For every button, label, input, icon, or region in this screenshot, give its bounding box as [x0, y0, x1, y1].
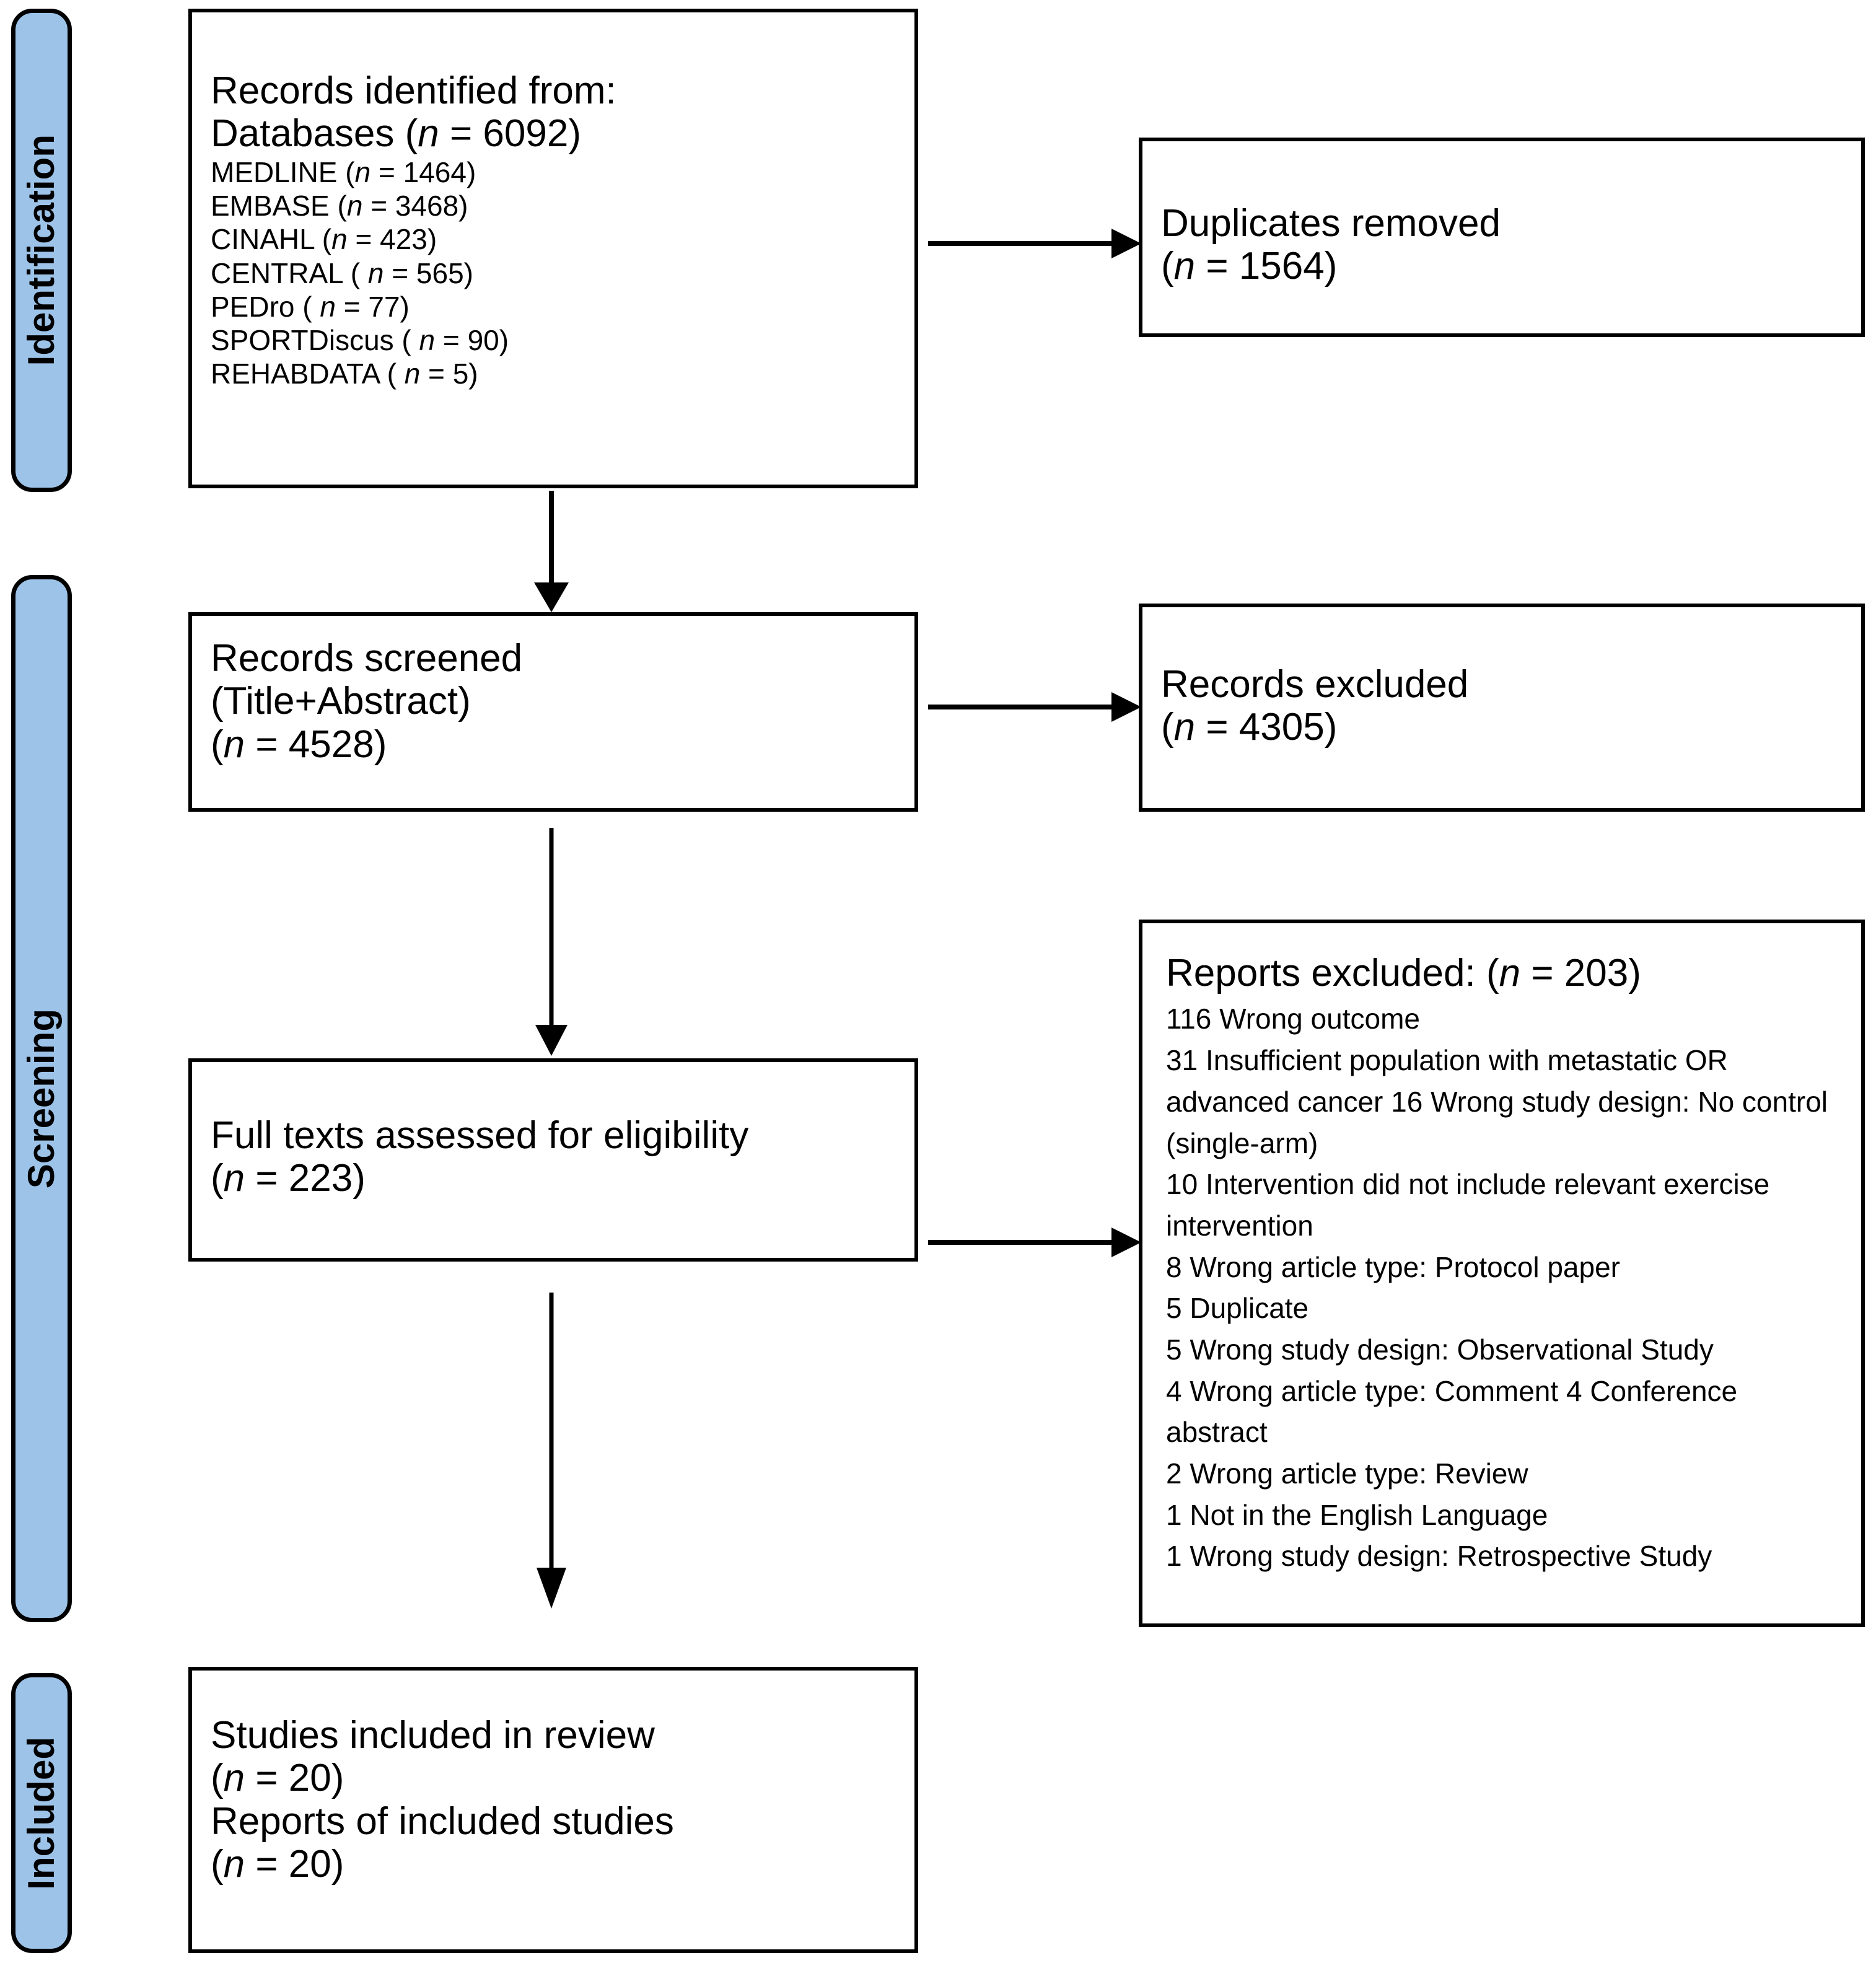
full-texts-label: Full texts assessed for eligibility [211, 1114, 749, 1157]
arrow-fulltexts-to-included [525, 1293, 577, 1610]
phase-bar-identification: Identification [11, 9, 72, 492]
box-records-excluded: Records excluded (n = 4305) [1139, 604, 1865, 812]
exclusion-reason: 2 Wrong article type: Review [1166, 1457, 1528, 1490]
source-sportdiscus: SPORTDiscus ( n = 90) [211, 324, 509, 357]
phase-bar-included: Included [11, 1673, 72, 1953]
exclusion-reason: 8 Wrong article type: Protocol paper [1166, 1250, 1620, 1283]
source-cinahl: CINAHL (n = 423) [211, 223, 437, 256]
box-full-texts-assessed: Full texts assessed for eligibility (n =… [188, 1058, 918, 1262]
box-duplicates-removed: Duplicates removed (n = 1564) [1139, 138, 1865, 337]
exclusion-reason: 1 Not in the English Language [1166, 1498, 1548, 1531]
studies-included-count: (n = 20) [211, 1757, 344, 1800]
records-excluded-count: (n = 4305) [1161, 706, 1338, 749]
phase-label-identification: Identification [20, 134, 62, 366]
arrow-identified-to-duplicates [928, 221, 1145, 266]
source-pedro: PEDro ( n = 77) [211, 290, 410, 323]
reports-included-label: Reports of included studies [211, 1799, 674, 1843]
exclusion-reason: 1 Wrong study design: Retrospective Stud… [1166, 1540, 1712, 1573]
phase-bar-screening: Screening [11, 575, 72, 1622]
studies-included-label: Studies included in review [211, 1714, 655, 1757]
source-medline: MEDLINE (n = 1464) [211, 156, 476, 188]
exclusion-reason: 4 Wrong article type: Comment 4 Conferen… [1166, 1374, 1738, 1449]
exclusion-reason: 116 Wrong outcome [1166, 1003, 1420, 1035]
records-screened-sublabel: (Title+Abstract) [211, 680, 471, 723]
records-identified-heading: Records identified from: [211, 69, 616, 112]
arrow-identified-to-screened [525, 491, 577, 613]
exclusion-reason: 5 Wrong study design: Observational Stud… [1166, 1333, 1714, 1366]
phase-label-screening: Screening [20, 1008, 62, 1189]
box-reports-excluded: Reports excluded: (n = 203) 116 Wrong ou… [1139, 920, 1865, 1627]
records-screened-label: Records screened [211, 637, 523, 680]
exclusion-reason: 5 Duplicate [1166, 1292, 1309, 1325]
duplicates-removed-label: Duplicates removed [1161, 202, 1501, 245]
exclusion-reason: 31 Insufficient population with metastat… [1166, 1044, 1828, 1159]
source-embase: EMBASE (n = 3468) [211, 190, 468, 222]
duplicates-removed-count: (n = 1564) [1161, 245, 1338, 288]
arrow-screened-to-fulltexts [525, 828, 577, 1057]
box-records-identified: Records identified from: Databases (n = … [188, 9, 918, 488]
box-studies-included: Studies included in review (n = 20) Repo… [188, 1667, 918, 1953]
source-rehabdata: REHABDATA ( n = 5) [211, 358, 478, 390]
records-excluded-label: Records excluded [1161, 663, 1469, 706]
phase-label-included: Included [20, 1736, 62, 1890]
box-records-screened: Records screened (Title+Abstract) (n = 4… [188, 612, 918, 812]
reports-included-count: (n = 20) [211, 1843, 344, 1886]
reports-excluded-heading: Reports excluded: (n = 203) [1166, 952, 1641, 995]
full-texts-count: (n = 223) [211, 1157, 366, 1200]
source-central: CENTRAL ( n = 565) [211, 257, 473, 289]
records-identified-databases-total: Databases (n = 6092) [211, 112, 581, 156]
arrow-fulltexts-to-reports-excluded [928, 1219, 1145, 1265]
arrow-screened-to-excluded [928, 684, 1145, 730]
exclusion-reason: 10 Intervention did not include relevant… [1166, 1168, 1770, 1242]
records-screened-count: (n = 4528) [211, 722, 387, 766]
